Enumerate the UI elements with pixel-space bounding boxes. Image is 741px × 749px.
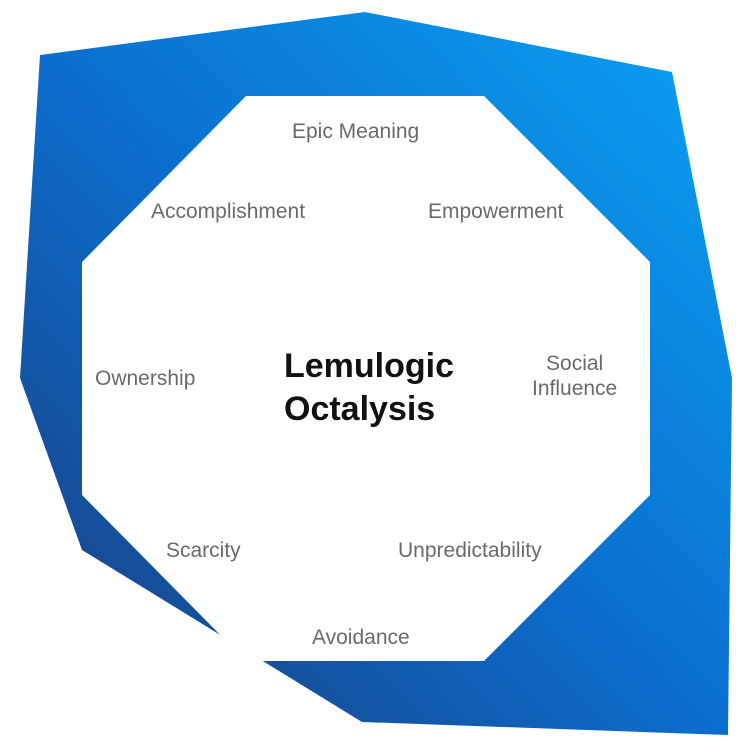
drive-avoidance: Avoidance — [312, 626, 410, 649]
drive-accomplishment: Accomplishment — [151, 200, 306, 223]
drive-unpredictability: Unpredictability — [398, 539, 542, 562]
diagram-title-line1: Lemulogic — [284, 347, 455, 385]
inner-octagon — [82, 96, 650, 661]
drive-social-influence: Social Influence — [532, 351, 617, 401]
drive-ownership: Ownership — [95, 367, 196, 390]
drive-social-influence-line2: Influence — [532, 377, 618, 401]
drive-scarcity: Scarcity — [166, 539, 241, 562]
diagram-title-line2: Octalysis — [284, 390, 436, 429]
drive-empowerment: Empowerment — [428, 200, 564, 223]
diagram-title: Lemulogic Octalysis — [284, 345, 454, 431]
drive-social-influence-line1: Social — [546, 352, 604, 375]
drive-epic-meaning: Epic Meaning — [292, 120, 420, 143]
